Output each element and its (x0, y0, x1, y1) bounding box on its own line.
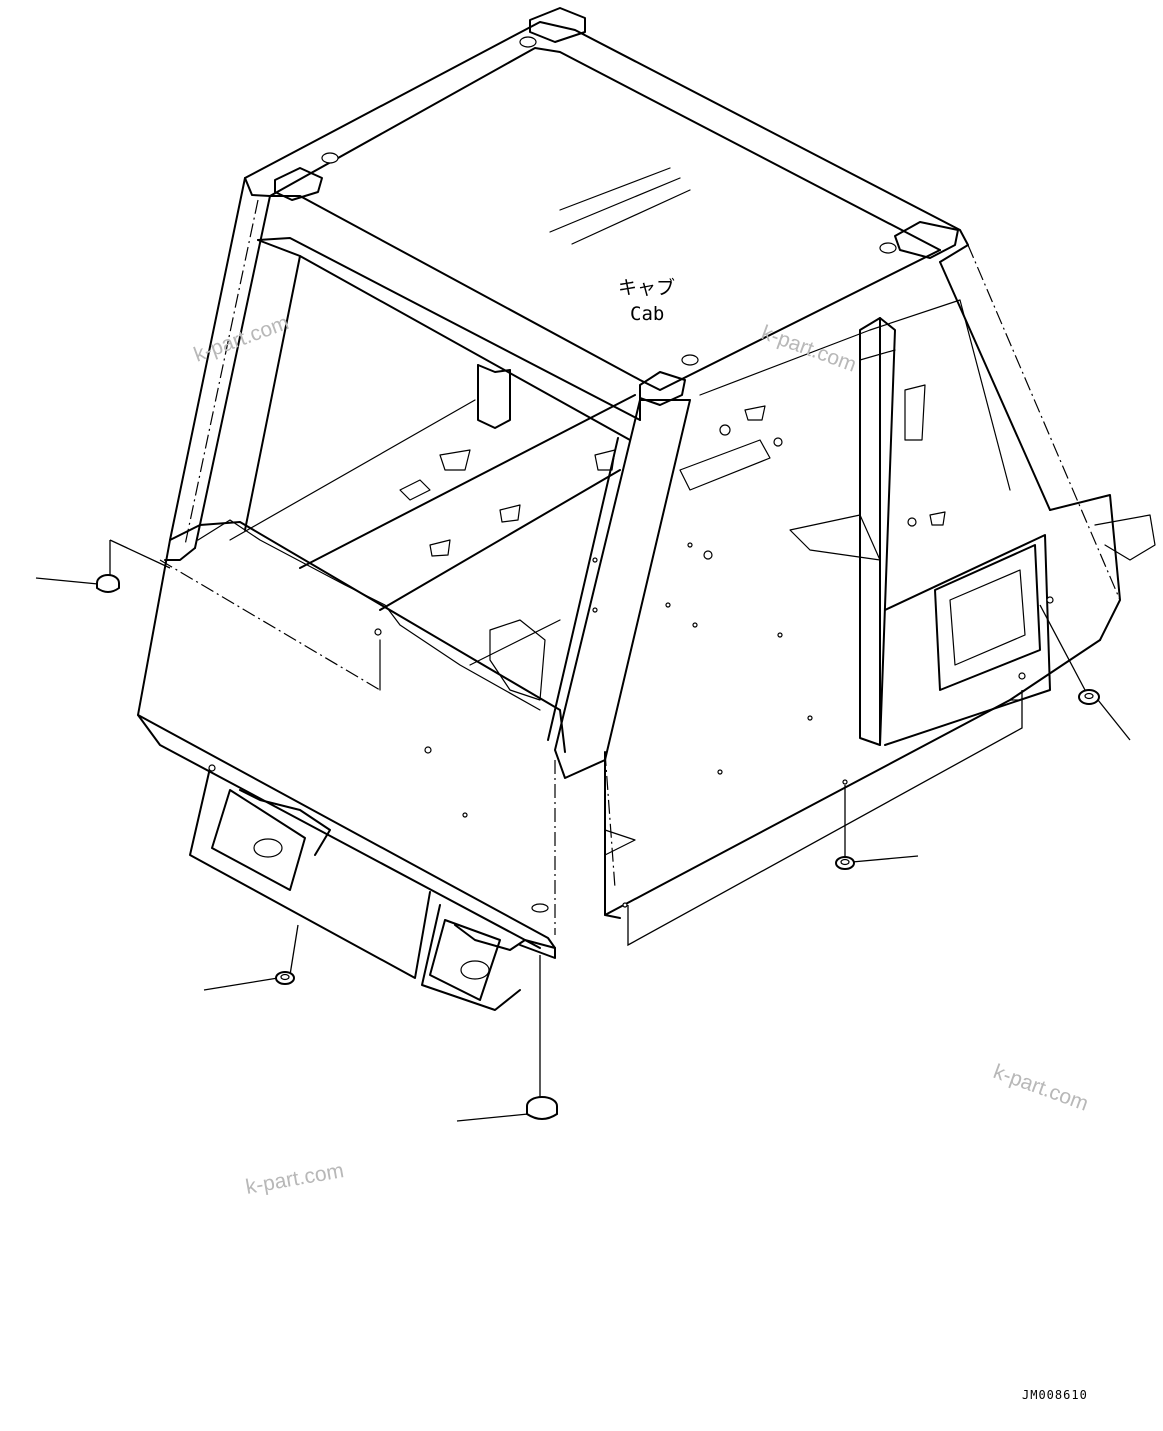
roof-corner-pads (274, 7, 959, 406)
cab-label-japanese: キャブ (618, 276, 675, 299)
part-washer-rear-center (835, 855, 919, 870)
watermark: k-part.com (758, 321, 859, 377)
part-cap-front-center (456, 1096, 558, 1122)
cab-roof (244, 21, 969, 391)
part-cap-left (35, 574, 120, 593)
front-left-mount (189, 764, 431, 979)
rear-frame (699, 244, 1156, 746)
drawing-code: JM008610 (1022, 1388, 1088, 1402)
front-lower-panel (137, 519, 566, 949)
part-washer-front-left (203, 971, 295, 991)
rear-left-pillar (477, 364, 511, 429)
watermark: k-part.com (244, 1159, 346, 1199)
reference-brackets (109, 539, 1086, 1100)
part-nut-rear-right (1078, 689, 1131, 741)
cab-floor (229, 384, 1101, 935)
front-right-mount (421, 903, 556, 1011)
watermark: k-part.com (990, 1060, 1091, 1116)
front-frame (169, 177, 691, 779)
cab-label-english: Cab (630, 303, 664, 325)
watermark: k-part.com (191, 311, 292, 367)
